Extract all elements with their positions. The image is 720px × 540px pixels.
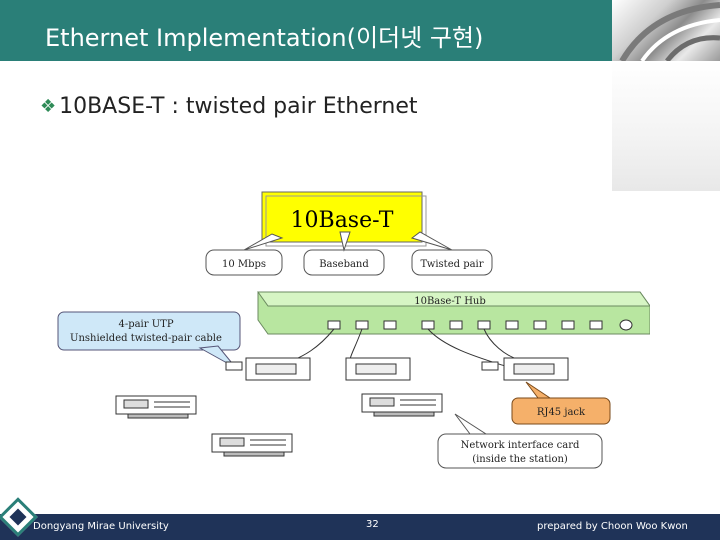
- bullet-text: 10BASE-T : twisted pair Ethernet: [59, 94, 418, 119]
- svg-text:RJ45 jack: RJ45 jack: [537, 407, 586, 418]
- nic-card-2: [345, 357, 411, 381]
- hub: 10Base-T Hub: [257, 291, 650, 335]
- station-board-3: [211, 433, 293, 457]
- callout-baseband: Baseband: [303, 249, 385, 276]
- right-decoration-strip: [612, 61, 720, 191]
- footer-university: Dongyang Mirae University: [33, 521, 169, 532]
- main-label: 10Base-T: [291, 208, 394, 233]
- footer-bar: [0, 514, 720, 540]
- bullet-item: ❖ 10BASE-T : twisted pair Ethernet: [40, 94, 418, 119]
- svg-text:10 Mbps: 10 Mbps: [222, 259, 266, 270]
- nic-card-3: [503, 357, 569, 381]
- slide-title: Ethernet Implementation(이더넷 구현): [45, 24, 484, 52]
- diamond-bullet-icon: ❖: [40, 95, 57, 117]
- footer-page-number: 32: [366, 519, 379, 530]
- callout-rj45: RJ45 jack: [511, 381, 611, 425]
- svg-text:(inside the station): (inside the station): [472, 454, 568, 465]
- station-board-2: [361, 393, 443, 417]
- footer-author: prepared by Choon Woo Kwon: [537, 521, 688, 532]
- callout-utp: 4-pair UTP Unshielded twisted-pair cable: [57, 311, 241, 369]
- station-board-1: [115, 395, 197, 419]
- 10base-t-diagram: 10Base-T 10 Mbps Baseband Twisted pair 1…: [57, 191, 650, 469]
- hub-label: 10Base-T Hub: [414, 296, 486, 307]
- svg-text:Twisted pair: Twisted pair: [420, 259, 483, 270]
- svg-text:Baseband: Baseband: [319, 259, 369, 270]
- callout-nic: Network interface card (inside the stati…: [437, 413, 603, 469]
- title-bar: [0, 0, 612, 61]
- nic-card-1: [245, 357, 311, 381]
- corner-decoration-image: [612, 0, 720, 61]
- svg-text:4-pair UTP: 4-pair UTP: [118, 319, 173, 330]
- svg-text:Unshielded twisted-pair cable: Unshielded twisted-pair cable: [70, 333, 222, 344]
- callout-10mbps: 10 Mbps: [205, 249, 283, 276]
- svg-text:Network interface card: Network interface card: [461, 440, 580, 451]
- callout-twisted-pair: Twisted pair: [411, 249, 493, 276]
